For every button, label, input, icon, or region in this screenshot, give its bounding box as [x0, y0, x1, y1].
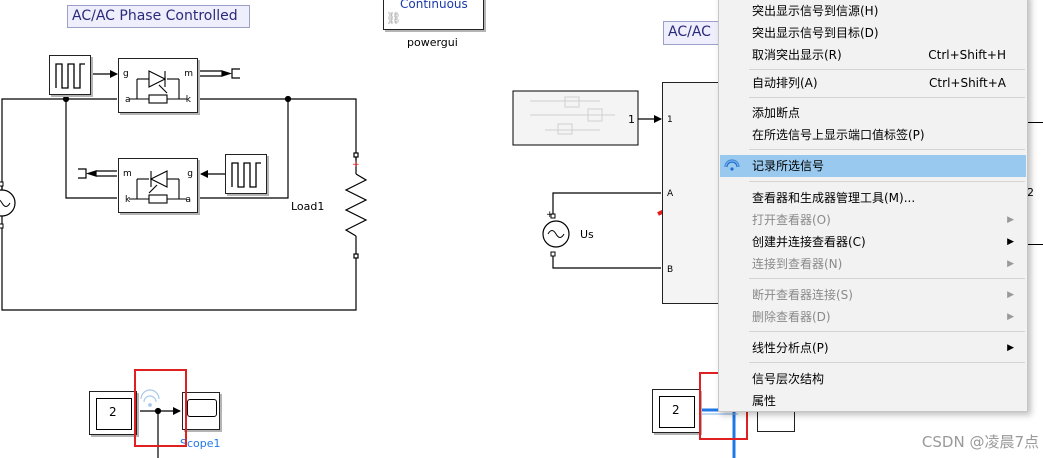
port-m: m — [123, 169, 132, 179]
constant-block-right[interactable]: 2 — [652, 389, 700, 433]
submenu-arrow-icon: ▶ — [1007, 237, 1014, 247]
port-g: g — [187, 169, 193, 179]
load-resistor[interactable]: + — [344, 152, 368, 259]
area-title-left: AC/AC Phase Controlled — [67, 5, 250, 28]
log-signal-icon — [724, 159, 740, 171]
subsystem-port-1: 1 — [667, 115, 673, 125]
input-port-1: 1 — [628, 113, 635, 126]
menu-item-disconnect-viewer[interactable]: 断开查看器连接(S)▶ — [720, 284, 1026, 306]
submenu-arrow-icon: ▶ — [1007, 215, 1014, 225]
scope-label: Scope1 — [180, 437, 221, 450]
power-line-A[interactable] — [552, 192, 661, 218]
ac-source-us[interactable]: + — [542, 210, 570, 257]
powergui-mode: Continuous — [400, 0, 468, 11]
pulse-waveform-icon — [231, 162, 261, 188]
menu-separator — [749, 331, 1025, 332]
pulse-waveform-icon — [55, 63, 85, 89]
thyristor-symbol-icon — [129, 170, 187, 204]
submenu-arrow-icon: ▶ — [1007, 290, 1014, 300]
menu-separator — [749, 149, 1025, 150]
menu-item-add-breakpoint[interactable]: 添加断点 — [752, 106, 801, 120]
powergui-label: powergui — [407, 36, 458, 49]
subsystem-block[interactable]: 1 A B — [662, 82, 720, 304]
context-menu[interactable]: 突出显示信号到信源(H) 突出显示信号到目标(D) 取消突出显示(R)Ctrl+… — [718, 0, 1028, 412]
menu-separator — [749, 278, 1025, 279]
load-label: Load1 — [291, 200, 325, 213]
edge-lines — [1028, 122, 1043, 123]
port-k: k — [125, 195, 131, 205]
source-label-us: Us — [580, 228, 594, 241]
menu-item-connect-to-viewer[interactable]: 连接到查看器(N)▶ — [720, 253, 1026, 275]
menu-item-highlight-to-destination[interactable]: 突出显示信号到目标(D) — [752, 26, 879, 40]
powergui-block[interactable]: Continuous ⛓ — [383, 0, 484, 30]
menu-item-create-connect-viewer[interactable]: 创建并连接查看器(C)▶ — [720, 231, 1026, 253]
submenu-arrow-icon: ▶ — [1007, 343, 1014, 353]
menu-item-properties[interactable]: 属性 — [752, 394, 777, 408]
edge-lines — [1028, 244, 1043, 245]
menu-item-signal-hierarchy[interactable]: 信号层次结构 — [752, 372, 825, 386]
menu-item-show-port-value-label[interactable]: 在所选信号上显示端口值标签(P) — [752, 128, 925, 142]
submenu-arrow-icon: ▶ — [1007, 259, 1014, 269]
menu-separator — [749, 97, 1025, 98]
area-title-right: AC/AC — [663, 21, 719, 45]
port-m: m — [184, 69, 193, 79]
signal-logging-icon — [140, 389, 160, 407]
power-line-outer[interactable] — [1, 98, 357, 311]
menu-item-delete-viewer[interactable]: 删除查看器(D)▶ — [720, 306, 1026, 328]
thyristor-bottom[interactable]: m g k a — [118, 158, 198, 213]
subsystem-preview-block[interactable] — [512, 90, 639, 146]
pulse-generator-top[interactable] — [49, 55, 91, 95]
subsystem-port-b: B — [667, 265, 674, 275]
menu-item-log-selected-signals[interactable]: 记录所选信号 — [720, 155, 1026, 177]
port-g: g — [123, 69, 129, 79]
left-wires — [1, 68, 357, 458]
power-line-bottom-a[interactable] — [199, 99, 289, 199]
constant-value: 2 — [672, 403, 680, 417]
menu-item-highlight-to-source[interactable]: 突出显示信号到信源(H) — [752, 4, 879, 18]
thyristor-top[interactable]: g m a k — [118, 58, 198, 113]
subsystem-port-a: A — [667, 189, 674, 199]
menu-item-open-viewer[interactable]: 打开查看器(O)▶ — [720, 209, 1026, 231]
annotation-box-left — [134, 369, 187, 447]
port-a: a — [125, 95, 131, 105]
scope-screen-icon — [187, 399, 217, 417]
menu-item-auto-arrange[interactable]: 自动排列(A)Ctrl+Shift+A — [752, 76, 1006, 90]
thyristor-symbol-icon — [129, 70, 187, 104]
scope-block[interactable] — [182, 392, 220, 430]
menu-item-linear-analysis-points[interactable]: 线性分析点(P)▶ — [720, 337, 1026, 359]
menu-separator — [749, 362, 1025, 363]
port-a: a — [185, 195, 191, 205]
constant-block-left[interactable]: 2 — [89, 391, 137, 435]
powergui-link-icon: ⛓ — [386, 11, 402, 25]
power-line-B[interactable] — [552, 252, 661, 269]
edge-fragment: 2 — [1027, 186, 1034, 199]
menu-item-viewer-generator-manager[interactable]: 查看器和生成器管理工具(M)... — [752, 191, 916, 205]
watermark: CSDN @凌晨7点 — [921, 433, 1039, 451]
submenu-arrow-icon: ▶ — [1007, 312, 1014, 322]
ac-source-left[interactable] — [0, 181, 16, 229]
svg-text:+: + — [546, 210, 554, 220]
pulse-generator-bottom[interactable] — [225, 154, 267, 194]
constant-value: 2 — [109, 405, 117, 419]
menu-separator — [749, 69, 1025, 70]
menu-separator — [749, 181, 1025, 182]
right-wires — [552, 115, 662, 269]
port-k: k — [185, 95, 191, 105]
power-line-top-k[interactable] — [199, 98, 357, 160]
menu-item-remove-highlight[interactable]: 取消突出显示(R)Ctrl+Shift+H — [752, 48, 1006, 62]
svg-text:+: + — [352, 160, 360, 170]
